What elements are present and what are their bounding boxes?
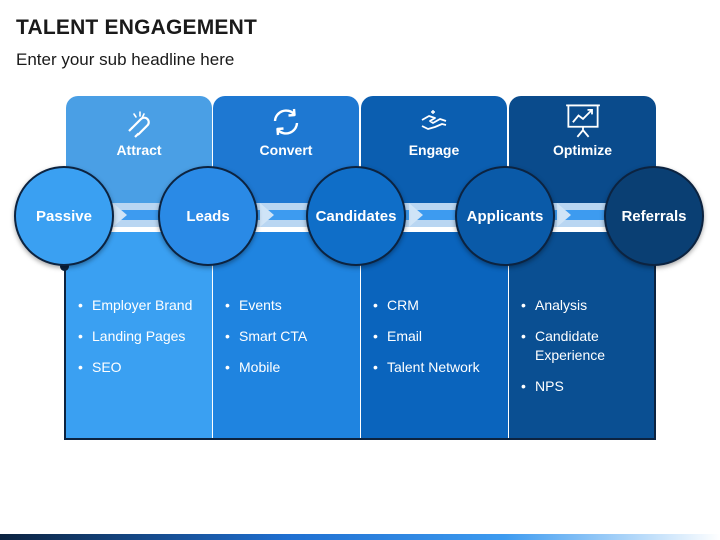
circle-leads: Leads	[158, 166, 258, 266]
list-item: NPS	[521, 377, 650, 396]
chart-presentation-icon	[565, 104, 600, 138]
list-item: Candidate Experience	[521, 327, 650, 365]
column-attract: Employer Brand Landing Pages SEO	[66, 232, 212, 440]
arrow-icon	[409, 203, 423, 227]
stage-label: Convert	[259, 142, 313, 158]
circle-passive: Passive	[14, 166, 114, 266]
list-item: Mobile	[225, 358, 354, 377]
cycle-arrows-icon	[273, 108, 299, 136]
circle-label: Referrals	[621, 207, 687, 225]
list-item: Landing Pages	[78, 327, 206, 346]
magnet-icon	[128, 111, 150, 138]
footer-bar	[0, 534, 720, 540]
circle-label: Candidates	[315, 207, 397, 225]
circle-referrals: Referrals	[604, 166, 704, 266]
page-title: TALENT ENGAGEMENT	[16, 16, 258, 39]
circle-label: Passive	[36, 207, 92, 225]
frame-dot	[60, 262, 69, 271]
list-item: Analysis	[521, 296, 650, 315]
list-item: Email	[373, 327, 502, 346]
content-frame	[64, 264, 656, 440]
stage-label: Optimize	[552, 142, 613, 158]
column-engage: CRM Email Talent Network	[361, 232, 508, 440]
list-item: SEO	[78, 358, 206, 377]
handshake-icon	[421, 110, 447, 130]
circle-candidates: Candidates	[306, 166, 406, 266]
list-item: Talent Network	[373, 358, 502, 377]
circle-applicants: Applicants	[455, 166, 555, 266]
column-convert: Events Smart CTA Mobile	[213, 232, 360, 440]
stage-label: Attract	[116, 142, 162, 158]
circle-label: Leads	[186, 207, 230, 225]
list-item: Events	[225, 296, 354, 315]
circle-label: Applicants	[466, 207, 544, 225]
arrow-icon	[557, 203, 571, 227]
stage-label: Engage	[408, 142, 460, 158]
arrow-icon	[260, 203, 274, 227]
list-item: Employer Brand	[78, 296, 206, 315]
list-item: CRM	[373, 296, 502, 315]
arrow-icon	[113, 203, 127, 227]
column-optimize: Analysis Candidate Experience NPS	[509, 232, 656, 440]
page-subtitle: Enter your sub headline here	[16, 50, 235, 69]
list-item: Smart CTA	[225, 327, 354, 346]
